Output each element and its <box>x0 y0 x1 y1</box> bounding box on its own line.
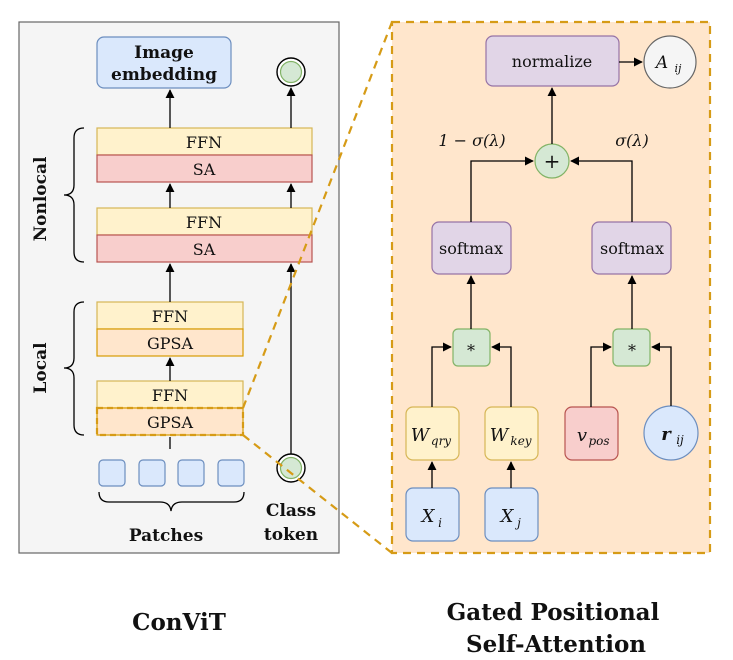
nonlocal-ffn-1 <box>96 127 313 156</box>
x-j-subscript: j <box>514 516 521 530</box>
input-class-token-inner <box>279 456 303 480</box>
arrow-softmax-right-to-sum <box>570 156 633 222</box>
gpsa-panel: normalize A ij + 1 − σ(λ) σ(λ) softmax s… <box>390 20 712 555</box>
image-embedding-box <box>96 36 232 89</box>
r-ij-subscript: ij <box>676 433 684 447</box>
x-j-label: X <box>499 506 515 527</box>
convit-caption: ConViT <box>132 609 226 636</box>
convit-panel: Image embedding FFN SA FFN SA FFN GPSA F… <box>18 21 340 554</box>
r-ij-node <box>643 405 699 461</box>
nonlocal-label: Nonlocal <box>31 156 51 241</box>
patches-label: Patches <box>129 526 203 546</box>
image-embedding-label-line1: Image <box>134 43 194 63</box>
x-i-label: X <box>420 506 436 527</box>
arrow-vpos-to-mult <box>590 342 612 407</box>
nonlocal-sa-1-label: SA <box>193 160 216 179</box>
w-qry-label: W <box>411 425 431 446</box>
local-gpsa-1 <box>96 328 244 357</box>
local-brace <box>63 301 85 436</box>
arrow-wkey-to-mult <box>491 342 512 407</box>
softmax-left-label: softmax <box>439 239 503 258</box>
class-token-label-line1: Class <box>266 501 316 521</box>
a-ij-label: A <box>654 53 668 73</box>
local-gpsa-2-label: GPSA <box>147 413 194 432</box>
local-ffn-1-label: FFN <box>152 307 188 326</box>
local-ffn-2 <box>96 380 244 409</box>
one-minus-sigma-label: 1 − σ(λ) <box>438 131 505 150</box>
nonlocal-brace <box>63 127 85 263</box>
normalize-label: normalize <box>512 52 592 71</box>
arrow-rij-to-mult <box>651 342 672 406</box>
local-label: Local <box>31 342 51 394</box>
w-qry-subscript: qry <box>431 434 451 448</box>
local-ffn-2-label: FFN <box>152 386 188 405</box>
local-gpsa-2 <box>96 407 244 436</box>
v-pos-subscript: pos <box>588 434 609 448</box>
sum-label: + <box>544 149 561 173</box>
gpsa-highlight-dashed <box>95 406 245 437</box>
w-key-subscript: key <box>510 434 531 448</box>
patch-2 <box>138 459 166 487</box>
nonlocal-ffn-2-label: FFN <box>186 213 222 232</box>
patch-3 <box>177 459 205 487</box>
image-embedding-label-line2: embedding <box>111 65 217 85</box>
nonlocal-sa-1 <box>96 154 313 183</box>
gpsa-caption-line2: Self-Attention <box>466 631 646 658</box>
output-class-token-inner <box>279 60 303 84</box>
softmax-right-label: softmax <box>600 239 664 258</box>
gpsa-background <box>390 20 712 555</box>
arrow-softmax-left-to-sum <box>470 156 534 222</box>
gpsa-caption-line1: Gated Positional <box>447 599 660 626</box>
mult-left-label: * <box>467 341 475 360</box>
nonlocal-sa-2 <box>96 234 313 263</box>
a-ij-node <box>643 35 697 89</box>
mult-right-label: * <box>628 341 636 360</box>
x-i-subscript: i <box>438 516 442 530</box>
sigma-lambda-label: σ(λ) <box>615 131 649 150</box>
class-token-label-line2: token <box>264 525 318 545</box>
normalize-box <box>485 35 620 87</box>
zoom-connector-bottom <box>242 434 393 554</box>
patch-4 <box>217 459 245 487</box>
arrow-wqry-to-mult <box>431 342 452 407</box>
local-gpsa-1-label: GPSA <box>147 334 194 353</box>
v-pos-label: v <box>577 425 587 446</box>
a-ij-subscript: ij <box>675 62 683 75</box>
w-key-label: W <box>490 425 510 446</box>
patch-1 <box>98 459 126 487</box>
nonlocal-sa-2-label: SA <box>193 240 216 259</box>
r-ij-label: r <box>661 424 672 445</box>
patches-brace <box>98 491 245 512</box>
nonlocal-ffn-1-label: FFN <box>186 133 222 152</box>
nonlocal-ffn-2 <box>96 207 313 236</box>
